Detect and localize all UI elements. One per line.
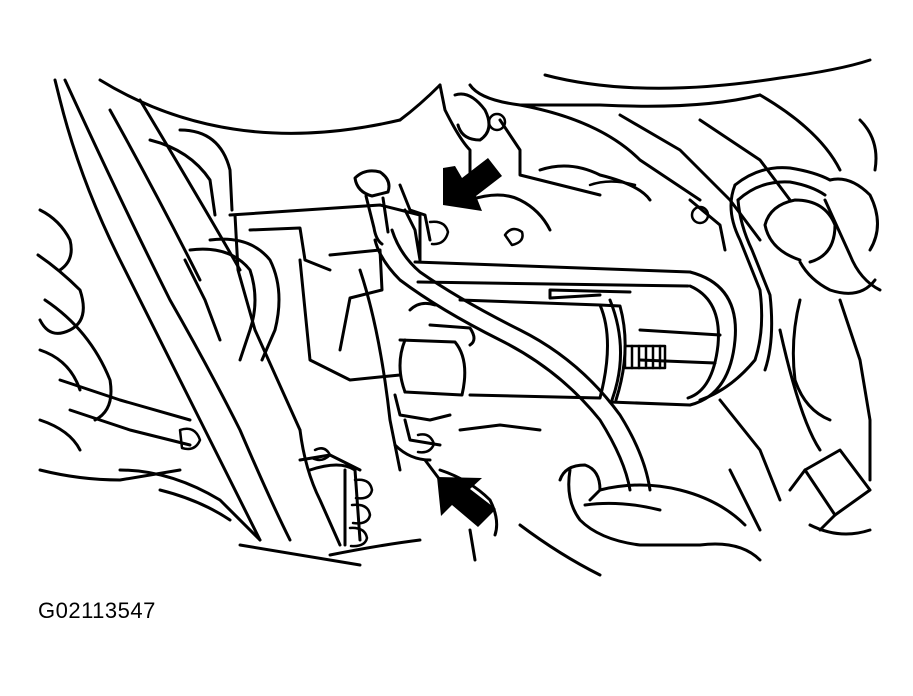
right-hoses: [698, 118, 882, 536]
starter-motor-body: [393, 260, 737, 497]
upper-arrow-icon: [443, 158, 502, 211]
upper-bracket: [453, 92, 727, 252]
battery-cable: [353, 169, 652, 492]
engine-top-contours: [98, 58, 872, 242]
left-hoses: [36, 78, 362, 567]
starter-mounting-flange: [228, 203, 422, 548]
lower-hose: [328, 423, 762, 577]
lower-arrow-icon: [437, 477, 496, 527]
figure-id-label: G02113547: [38, 598, 156, 623]
